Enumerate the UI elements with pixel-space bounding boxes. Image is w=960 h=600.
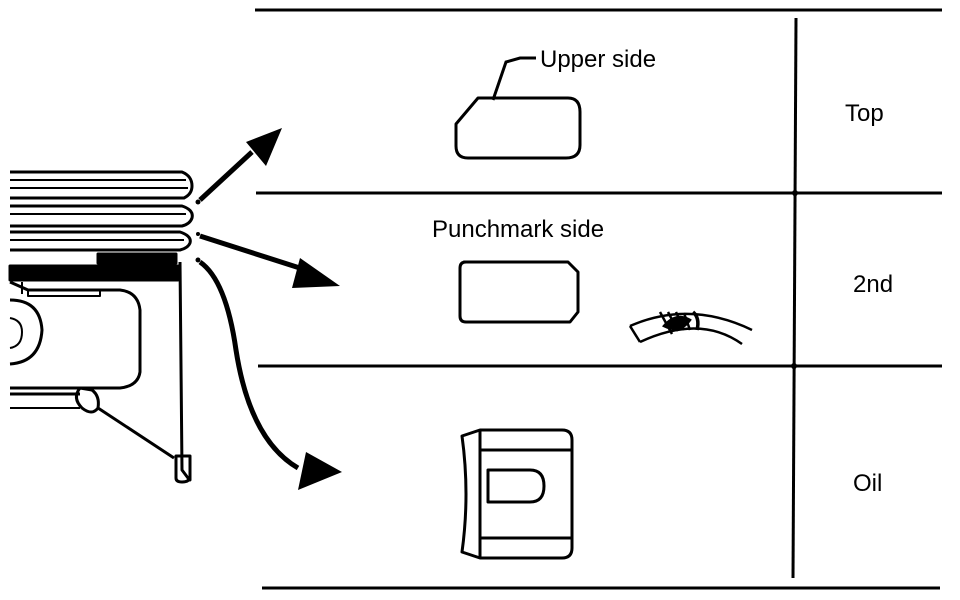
second-ring-section: [458, 260, 580, 324]
punchmark-side-label: Punchmark side: [432, 216, 604, 243]
punchmark-detail: [628, 310, 753, 346]
top-ring-section: [454, 96, 582, 160]
column-divider: [791, 17, 798, 579]
table-grid: [255, 8, 942, 590]
upper-side-leader: [491, 56, 536, 101]
row-label-oil: Oil: [853, 470, 882, 497]
row-label-top: Top: [845, 100, 884, 127]
row-label-2nd: 2nd: [853, 271, 893, 298]
arrow-to-oil: [198, 259, 342, 490]
oil-ring-section: [460, 428, 574, 560]
upper-side-label: Upper side: [540, 46, 656, 73]
piston-illustration: [8, 170, 194, 484]
arrow-origin-dots: [195, 199, 201, 263]
arrow-to-second: [199, 233, 340, 288]
arrow-to-top: [198, 128, 282, 202]
